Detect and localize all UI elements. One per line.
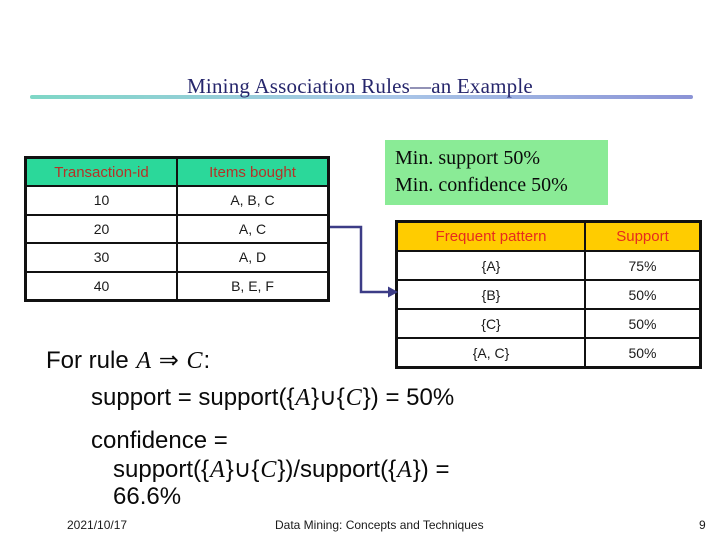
rule-statement-line: For rule A ⇒ C: [46, 346, 210, 375]
confidence-label-line: confidence = [91, 427, 228, 455]
text-segment: 66.6% [113, 483, 182, 510]
min-thresholds-callout: Min. support 50% Min. confidence 50% [385, 140, 608, 205]
column-header-transaction-id: Transaction-id [24, 156, 178, 187]
text-segment: }) = 50% [362, 384, 455, 411]
footer-book-title: Data Mining: Concepts and Techniques [275, 518, 484, 532]
min-confidence-text: Min. confidence 50% [395, 174, 568, 196]
text-segment: support = support({ [91, 384, 295, 411]
table-cell: 50% [584, 337, 702, 369]
text-segment: ⇒ [152, 347, 186, 374]
table-cell: A, D [176, 242, 330, 273]
table-cell: 40 [24, 270, 178, 302]
table-cell: A, C [176, 213, 330, 244]
confidence-equation-line: support({A}∪{C})/support({A}) = [113, 455, 449, 484]
column-header-items-bought: Items bought [176, 156, 330, 187]
text-segment: }∪{ [225, 456, 260, 483]
table-cell: 20 [24, 213, 178, 244]
text-segment: confidence = [91, 427, 228, 454]
footer-date: 2021/10/17 [67, 518, 128, 532]
slide-title: Mining Association Rules—an Example [187, 74, 533, 98]
text-segment: support({ [113, 456, 210, 483]
text-segment: }∪{ [311, 384, 345, 411]
text-segment: })/support({ [277, 456, 397, 483]
table-header-row: Transaction-id Items bought [24, 156, 330, 187]
table-row: {A, C}50% [395, 337, 702, 369]
table-cell: 10 [24, 185, 178, 216]
column-header-frequent-pattern: Frequent pattern [395, 220, 586, 252]
text-segment: For rule [46, 347, 136, 374]
min-support-text: Min. support 50% [395, 147, 540, 169]
confidence-result-line: 66.6% [113, 483, 181, 511]
math-symbol: C [186, 348, 203, 374]
frequent-patterns-table: Frequent pattern Support {A}75%{B}50%{C}… [395, 220, 702, 369]
math-symbol: C [260, 457, 277, 483]
table-cell: 50% [584, 279, 702, 310]
table-cell: {B} [395, 279, 586, 310]
table-row: {B}50% [395, 279, 702, 310]
table-cell: {A, C} [395, 337, 586, 369]
footer-page-number: 9 [699, 518, 706, 532]
table-header-row: Frequent pattern Support [395, 220, 702, 252]
math-symbol: A [136, 348, 152, 374]
table-cell: 75% [584, 250, 702, 281]
math-symbol: A [295, 385, 311, 411]
table-cell: 30 [24, 242, 178, 273]
title-underline-gradient [30, 95, 693, 99]
table-cell: A, B, C [176, 185, 330, 216]
table-cell: {C} [395, 308, 586, 339]
text-segment: }) = [412, 456, 450, 483]
math-symbol: A [210, 457, 225, 483]
table-cell: {A} [395, 250, 586, 281]
support-equation-line: support = support({A}∪{C}) = 50% [91, 383, 454, 412]
column-header-support: Support [584, 220, 702, 252]
math-symbol: A [397, 457, 412, 483]
table-row: {C}50% [395, 308, 702, 339]
text-segment: : [203, 347, 211, 374]
math-symbol: C [345, 385, 362, 411]
table-row: {A}75% [395, 250, 702, 281]
table-cell: B, E, F [176, 270, 330, 302]
table-cell: 50% [584, 308, 702, 339]
